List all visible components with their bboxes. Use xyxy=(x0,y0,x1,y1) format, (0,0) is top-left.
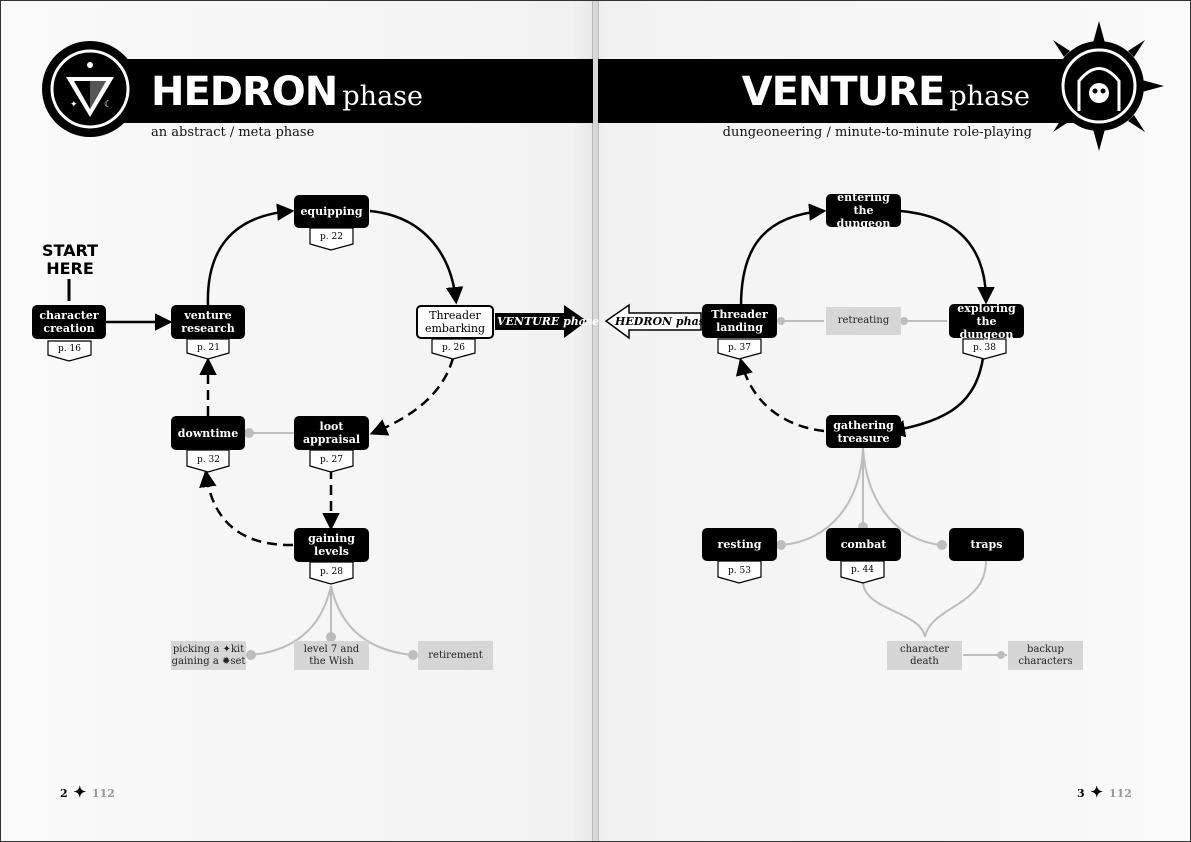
hedron-triangle-icon: ✦ ☾ xyxy=(42,41,138,137)
node-gaining-levels[interactable]: gaining levels xyxy=(294,528,369,562)
node-resting[interactable]: resting xyxy=(702,528,777,561)
link-gathering-traps xyxy=(862,447,947,550)
page-gutter xyxy=(592,1,599,841)
node-threader-landing[interactable]: Threader landing xyxy=(702,304,777,338)
page-ref-downtime: p. 32 xyxy=(197,455,220,465)
hedron-exit-arrow xyxy=(604,303,702,340)
node-exploring-dungeon[interactable]: exploring the dungeon xyxy=(949,302,1024,341)
node-threader-embarking[interactable]: Threader embarking xyxy=(416,305,494,339)
hedron-banner xyxy=(91,59,593,123)
right-folio: 3 ✦ 112 xyxy=(1077,783,1132,801)
option-character-death[interactable]: character death xyxy=(887,641,962,670)
page-ref-venture-research: p. 21 xyxy=(197,343,220,353)
venture-exit-arrow xyxy=(495,305,587,338)
link-gathering-resting xyxy=(776,447,864,550)
node-venture-research[interactable]: venture research xyxy=(171,305,245,339)
node-traps[interactable]: traps xyxy=(949,528,1024,561)
left-page-number: 2 xyxy=(60,787,68,800)
page-ref-exploring-dungeon: p. 38 xyxy=(973,343,996,353)
link-levels-kit xyxy=(246,585,332,660)
arrow-exploring-gathering xyxy=(887,357,985,438)
svg-text:☾: ☾ xyxy=(104,100,112,110)
node-gathering-treasure[interactable]: gathering treasure xyxy=(826,415,901,448)
page-ref-equipping: p. 22 xyxy=(320,232,343,242)
link-levels-retirement xyxy=(330,585,418,660)
arrow-gathering-landing xyxy=(735,357,825,433)
page-ref-combat: p. 44 xyxy=(851,565,874,575)
four-point-star-icon: ✦ xyxy=(73,783,87,801)
node-character-creation[interactable]: character creation xyxy=(32,305,106,339)
venture-title-big: VENTURE xyxy=(741,69,946,115)
link-combat-death xyxy=(862,580,926,638)
page-ref-gaining-levels: p. 28 xyxy=(320,567,343,577)
node-combat[interactable]: combat xyxy=(826,528,901,561)
page-tab-shapes xyxy=(47,227,1007,585)
left-total-pages: 112 xyxy=(91,787,115,800)
left-folio: 2 ✦ 112 xyxy=(60,783,115,801)
node-equipping[interactable]: equipping xyxy=(294,195,369,228)
start-here-label: START HERE xyxy=(41,241,99,278)
hedron-title-big: HEDRON xyxy=(151,69,338,115)
node-entering-dungeon[interactable]: entering the dungeon xyxy=(826,191,901,230)
hedron-title: HEDRON phase xyxy=(151,69,423,115)
arrow-embarking-loot xyxy=(369,357,455,436)
venture-banner xyxy=(598,59,1098,123)
hedron-exit-label: HEDRON phase xyxy=(615,315,712,328)
page-ref-threader-embarking: p. 26 xyxy=(442,343,465,353)
venture-subtitle: dungeoneering / minute-to-minute role-pl… xyxy=(722,125,1032,140)
hedron-subtitle: an abstract / meta phase xyxy=(151,125,315,140)
option-backup-characters[interactable]: backup characters xyxy=(1008,641,1083,670)
page-ref-resting: p. 53 xyxy=(728,566,751,576)
arrow-entering-exploring xyxy=(899,209,995,305)
arrow-equipping-embarking xyxy=(369,209,464,305)
option-level7-wish[interactable]: level 7 and the Wish xyxy=(294,641,369,670)
option-kit-set[interactable]: picking a ✦kit gaining a ✹set xyxy=(171,641,246,670)
venture-exit-label: VENTURE phase xyxy=(497,315,600,328)
page-ref-loot-appraisal: p. 27 xyxy=(320,455,343,465)
arrow-landing-entering xyxy=(739,203,827,307)
link-traps-death xyxy=(924,560,987,638)
svg-text:✦: ✦ xyxy=(70,100,78,110)
node-loot-appraisal[interactable]: loot appraisal xyxy=(294,416,369,450)
venture-sun-skull-icon xyxy=(1034,21,1164,151)
hedron-title-small: phase xyxy=(342,81,423,112)
right-total-pages: 112 xyxy=(1108,787,1132,800)
option-retirement[interactable]: retirement xyxy=(418,641,493,670)
option-retreating[interactable]: retreating xyxy=(826,307,901,335)
page-ref-threader-landing: p. 37 xyxy=(728,343,751,353)
venture-title: VENTURE phase xyxy=(742,69,1030,115)
venture-title-small: phase xyxy=(949,81,1030,112)
four-point-star-icon: ✦ xyxy=(1090,783,1104,801)
arrow-levels-downtime xyxy=(199,469,294,547)
right-page-number: 3 xyxy=(1077,787,1085,800)
page-ref-character-creation: p. 16 xyxy=(58,344,81,354)
arrow-research-equipping xyxy=(206,203,295,307)
node-downtime[interactable]: downtime xyxy=(171,416,245,450)
